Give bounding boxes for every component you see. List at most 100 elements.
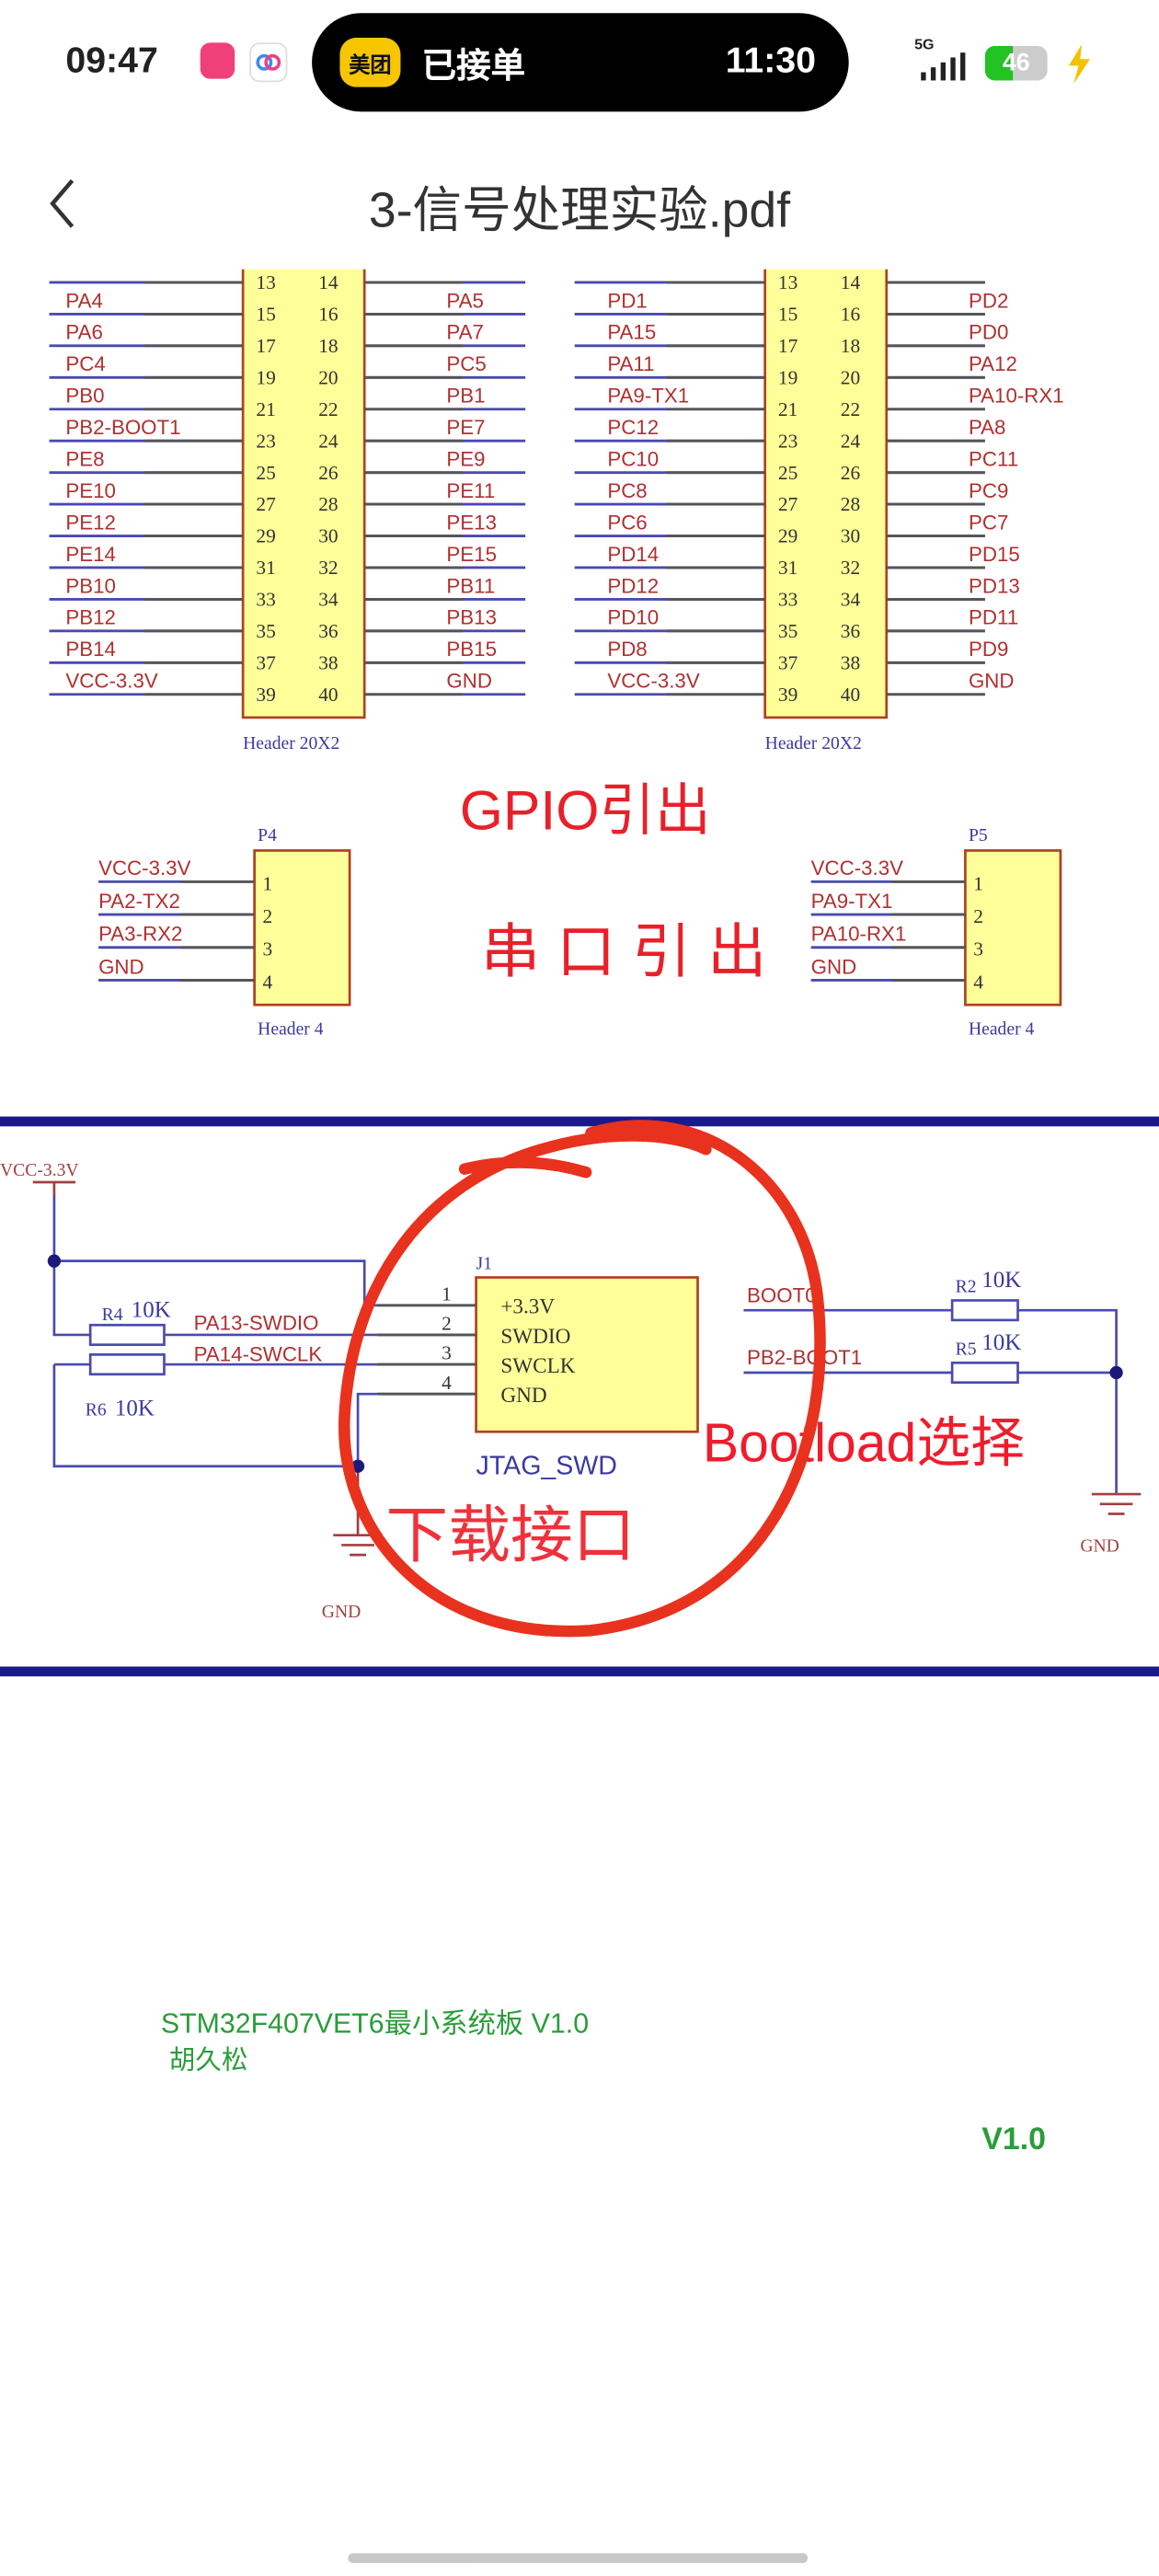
boot-circuit	[743, 1299, 1142, 1515]
header-designator: P4	[258, 826, 277, 845]
order-time: 11:30	[725, 39, 816, 81]
pin-label-right: PA10-RX1	[969, 385, 1064, 408]
r6-designator: R6	[86, 1400, 107, 1420]
pin-label-right: GND	[446, 670, 492, 693]
pin-label-right: PE11	[446, 479, 495, 502]
pin-label-left: PC4	[65, 352, 105, 375]
pin-number: 21	[778, 398, 798, 420]
app-notification-icon	[200, 42, 235, 79]
meituan-badge: 美团	[339, 38, 401, 87]
pin-label-right: PD0	[969, 321, 1008, 344]
pin-number: 14	[318, 271, 339, 293]
pin-number: 31	[778, 557, 798, 579]
board-author: 胡久松	[169, 2046, 248, 2076]
pin-number: 2	[263, 905, 273, 927]
pin-label-right: PA12	[969, 352, 1017, 375]
pin-number: 13	[256, 271, 275, 293]
pin-number: 40	[318, 684, 338, 706]
pin-number: 37	[778, 651, 798, 673]
pin-number: 4	[263, 971, 273, 993]
pin-number: 34	[318, 589, 339, 611]
pin-number: 18	[841, 335, 860, 357]
pin-label-right: PA5	[446, 289, 484, 312]
pin-label-left: PE10	[65, 479, 116, 502]
header-name: Header 20X2	[243, 734, 339, 753]
pin-number: 34	[841, 589, 861, 611]
pin-number: 3	[263, 938, 273, 960]
pin-label-right: PD11	[969, 606, 1018, 629]
status-time: 09:47	[65, 39, 158, 81]
pin-number: 25	[778, 462, 798, 484]
pin-number: 19	[778, 366, 798, 388]
pin-label: GND	[98, 955, 144, 978]
pin-number: 36	[318, 620, 339, 642]
header-4-box	[964, 849, 1062, 1006]
pin-number: 3	[442, 1342, 452, 1364]
pin-label-left: PC12	[607, 416, 659, 439]
home-indicator[interactable]	[348, 2553, 809, 2563]
pin-label-left: PA9-TX1	[607, 385, 689, 408]
pin-number: 26	[318, 462, 339, 484]
chevron-left-icon	[50, 178, 75, 228]
pin-label: VCC-3.3V	[98, 857, 190, 880]
boot-gnd-label: GND	[1080, 1537, 1119, 1557]
pin-number: 35	[778, 620, 798, 642]
pin-label-left: PA6	[65, 321, 102, 344]
net-swdio: PA13-SWDIO	[194, 1312, 319, 1335]
pin-label-right: PD13	[969, 574, 1020, 597]
pin-number: 23	[256, 430, 275, 452]
pin-label-right: PB13	[446, 606, 497, 629]
pin-number: 19	[256, 366, 275, 388]
pin-number: 15	[778, 304, 798, 326]
pin-label: +3.3V	[500, 1295, 555, 1319]
pin-label-left: PE14	[65, 543, 116, 566]
pin-label: PA10-RX1	[811, 923, 907, 946]
pin-number: 26	[841, 462, 861, 484]
board-version: V1.0	[981, 2122, 1046, 2156]
back-button[interactable]	[40, 171, 89, 236]
nav-bar: 3-信号处理实验.pdf	[0, 131, 1159, 270]
pin-label-left: PB2-BOOT1	[65, 416, 180, 439]
pin-label-right: PA8	[969, 416, 1006, 439]
r2-designator: R2	[956, 1278, 977, 1297]
pin-number: 30	[318, 525, 338, 547]
pin-label-right: PB1	[446, 385, 485, 408]
j1-name: JTAG_SWD	[476, 1452, 617, 1481]
pin-number: 29	[778, 525, 798, 547]
pin-number: 4	[973, 971, 983, 993]
battery-icon: 46	[984, 45, 1048, 81]
pin-number: 4	[442, 1372, 452, 1394]
gpio-annotation: GPIO引出	[460, 778, 711, 841]
board-title: STM32F407VET6最小系统板 V1.0	[161, 2007, 589, 2039]
header-name: Header 4	[258, 1019, 324, 1039]
live-activity-pill[interactable]: 美团 已接单 11:30	[312, 13, 849, 112]
pin-label: GND	[811, 955, 857, 978]
pin-label-left: PE12	[65, 511, 116, 534]
pin-number: 32	[318, 557, 338, 579]
pin-label-right: PE15	[446, 543, 497, 566]
pin-label-left: PB12	[65, 606, 116, 629]
pin-label-left: PA4	[65, 289, 102, 312]
pin-label: VCC-3.3V	[811, 857, 903, 880]
pin-label-right: PA7	[446, 321, 484, 344]
pin-number: 22	[318, 398, 338, 420]
pin-number: 28	[318, 493, 338, 515]
pin-number: 39	[778, 684, 798, 706]
pin-number: 23	[778, 430, 798, 452]
pin-label: PA2-TX2	[98, 890, 180, 913]
pin-label-left: PD10	[607, 606, 659, 629]
divider-top	[0, 1116, 1159, 1127]
cloud-app-icon	[249, 42, 288, 83]
r6-value: 10K	[115, 1396, 155, 1420]
pin-label-right: PD2	[969, 289, 1008, 312]
pin-number: 2	[442, 1313, 452, 1335]
pin-label: SWDIO	[500, 1325, 570, 1349]
pin-label-left: PA15	[607, 321, 656, 344]
pin-number: 33	[778, 589, 798, 611]
pin-label-left: PD8	[607, 638, 647, 661]
pin-number: 2	[973, 905, 983, 927]
pin-number: 22	[841, 398, 860, 420]
pin-number: 21	[256, 398, 275, 420]
